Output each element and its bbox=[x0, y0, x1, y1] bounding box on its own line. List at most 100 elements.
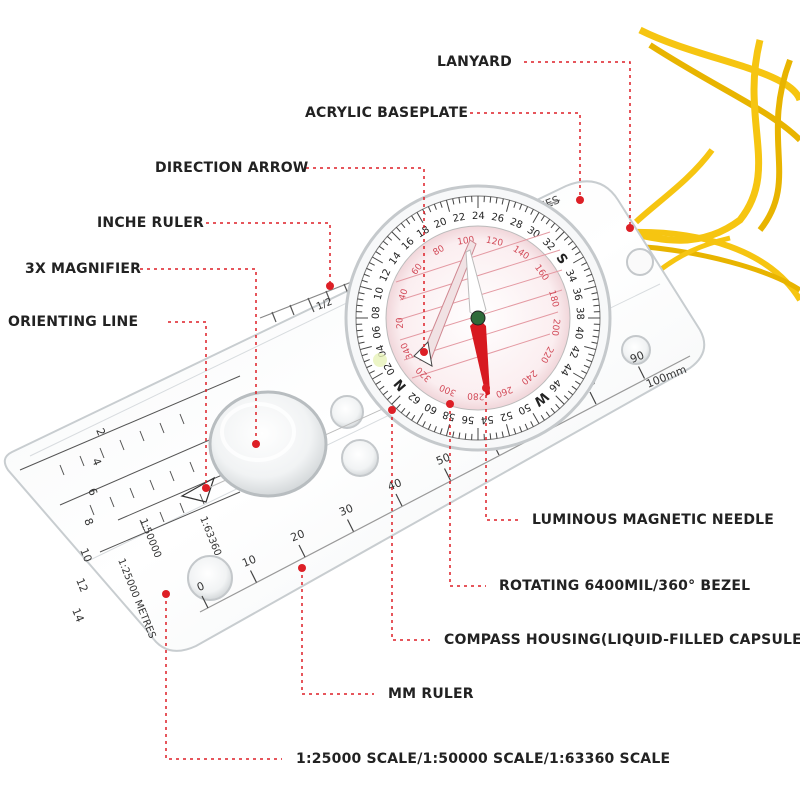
magnetic-needle bbox=[470, 318, 490, 396]
leader-dots bbox=[162, 196, 634, 598]
dial-number: 40 bbox=[398, 288, 411, 302]
bezel-tick bbox=[513, 428, 517, 435]
bezel-tick bbox=[382, 240, 389, 246]
bezel-tick bbox=[366, 267, 373, 272]
bezel-tick bbox=[571, 245, 577, 251]
bezel-tick bbox=[391, 395, 401, 405]
bezel-tick bbox=[360, 285, 372, 291]
bezel-tick bbox=[464, 196, 467, 203]
bezel-number: 42 bbox=[566, 344, 581, 360]
bezel-tick bbox=[555, 403, 561, 409]
bezel-tick bbox=[495, 197, 498, 204]
bezel-tick bbox=[588, 353, 595, 357]
bezel-number: 34 bbox=[563, 268, 578, 284]
bezel-tick bbox=[427, 423, 432, 430]
bezel-tick bbox=[545, 411, 551, 417]
bezel-tick bbox=[592, 298, 599, 301]
scale-number: 14 bbox=[69, 606, 86, 624]
bezel-tick bbox=[382, 390, 389, 396]
bezel-tick bbox=[400, 222, 406, 229]
bezel-tick bbox=[358, 292, 365, 295]
bezel-tick bbox=[563, 395, 569, 401]
mm-tick bbox=[201, 595, 209, 609]
bezel-tick bbox=[363, 359, 370, 363]
bezel-tick bbox=[439, 201, 443, 208]
bezel-tick bbox=[575, 251, 581, 256]
label-direction-arrow: DIRECTION ARROW bbox=[155, 160, 309, 176]
bezel-number: 08 bbox=[371, 306, 383, 319]
bezel-tick bbox=[530, 421, 534, 427]
bezel-tick bbox=[391, 231, 401, 241]
bezel-tick bbox=[427, 206, 432, 213]
label-mm-ruler: MM RULER bbox=[388, 686, 474, 702]
magnifier-lens bbox=[208, 390, 328, 498]
bezel-tick bbox=[501, 198, 504, 205]
bezel-tick bbox=[555, 231, 565, 241]
bezel-tick bbox=[540, 215, 545, 221]
bezel-number: 20 bbox=[433, 216, 449, 231]
bezel-tick bbox=[363, 273, 370, 277]
dial-number: 120 bbox=[485, 236, 504, 249]
bezel-tick bbox=[563, 235, 569, 241]
bezel-number: 10 bbox=[373, 286, 387, 301]
bezel-number: 06 bbox=[371, 325, 384, 339]
bezel-number: 60 bbox=[423, 400, 439, 416]
bezel-tick bbox=[540, 415, 545, 421]
dial-number: 280 bbox=[467, 390, 485, 400]
bezel-tick bbox=[369, 262, 375, 266]
mm-tick bbox=[346, 519, 355, 532]
label-acrylic-baseplate: ACRYLIC BASEPLATE bbox=[305, 105, 469, 121]
bezel-tick bbox=[593, 329, 600, 332]
bezel-tick bbox=[356, 329, 363, 332]
bezel-number: 26 bbox=[490, 212, 505, 225]
bezel-tick bbox=[573, 256, 584, 264]
bezel-tick bbox=[452, 198, 455, 205]
bezel-tick bbox=[433, 426, 437, 433]
bezel-tick bbox=[571, 385, 577, 391]
bezel-tick bbox=[458, 197, 461, 204]
bezel-number: 22 bbox=[452, 212, 467, 225]
mm-tick bbox=[395, 493, 403, 507]
bezel-tick bbox=[379, 385, 385, 391]
bezel-tick bbox=[411, 215, 416, 221]
bezel-tick bbox=[375, 251, 381, 256]
bezel-tick bbox=[550, 407, 556, 414]
bezel-tick bbox=[369, 370, 375, 374]
bezel-tick bbox=[489, 196, 492, 203]
mm-tick-label: 30 bbox=[337, 502, 355, 519]
bezel-tick bbox=[405, 411, 411, 417]
bezel-number: 58 bbox=[441, 408, 456, 422]
mm-tick-label: 0 bbox=[195, 579, 206, 594]
mm-tick bbox=[637, 366, 646, 379]
mm-tick-label: 40 bbox=[386, 476, 404, 493]
bezel-number: 36 bbox=[570, 287, 584, 302]
bezel-tick bbox=[411, 415, 416, 421]
bezel-tick bbox=[530, 209, 534, 215]
bezel-tick bbox=[416, 212, 424, 223]
bezel-tick bbox=[379, 245, 385, 251]
bezel-tick bbox=[505, 200, 511, 212]
dial-number: 200 bbox=[549, 318, 561, 337]
bezel-tick bbox=[445, 200, 451, 212]
label-magnetic-needle: LUMINOUS MAGNETIC NEEDLE bbox=[532, 512, 775, 528]
bezel-tick bbox=[583, 267, 590, 272]
bezel-tick bbox=[584, 345, 596, 351]
bezel-tick bbox=[358, 341, 365, 344]
leader-lines bbox=[140, 61, 631, 760]
bezel-tick bbox=[519, 426, 523, 433]
mm-tick bbox=[249, 570, 258, 583]
mm-tick-label: 90 bbox=[628, 349, 646, 366]
bezel-tick bbox=[583, 364, 590, 369]
bezel-number: 38 bbox=[574, 307, 586, 320]
mm-ruler bbox=[199, 355, 691, 613]
bezel-tick bbox=[573, 372, 584, 380]
bezel-tick bbox=[387, 235, 393, 241]
bezel-number: 24 bbox=[472, 211, 485, 222]
bezel-tick bbox=[356, 304, 363, 307]
scale-number: 2 bbox=[93, 426, 108, 437]
label-lanyard: LANYARD bbox=[437, 54, 512, 70]
label-magnifier: 3X MAGNIFIER bbox=[25, 261, 142, 277]
map-scales bbox=[19, 375, 281, 553]
